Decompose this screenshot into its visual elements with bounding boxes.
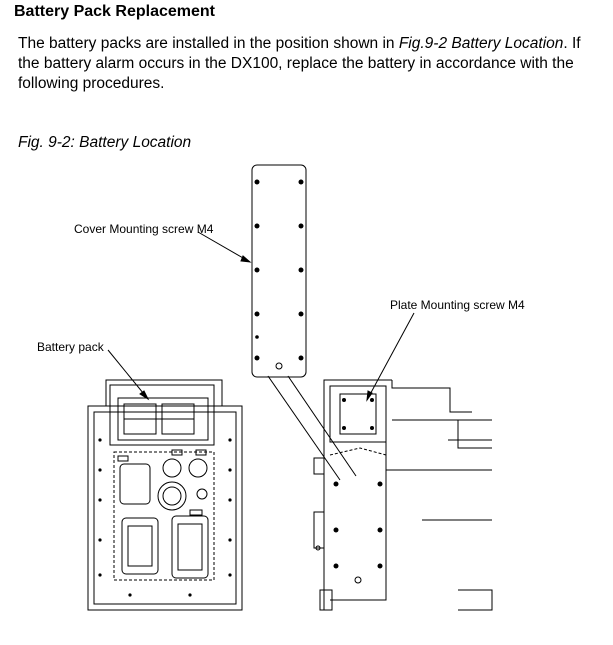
battery-pack-label: Battery pack <box>37 340 104 354</box>
front-view-unit <box>87 379 243 611</box>
cover-screw-label: Cover Mounting screw M4 <box>74 222 214 236</box>
figure-caption: Fig. 9-2: Battery Location <box>18 134 192 151</box>
cover-plate <box>251 164 307 378</box>
section-heading: Battery Pack Replacement <box>14 3 215 20</box>
side-view-unit <box>313 379 493 611</box>
figure-reference-link[interactable]: Fig.9-2 Battery Location <box>398 35 564 52</box>
paragraph-text-2: . If the battery alarm occurs in the DX1… <box>18 35 581 92</box>
paragraph-text-1: The battery packs are installed in the p… <box>18 35 399 52</box>
plate-screw-label: Plate Mounting screw M4 <box>390 298 525 312</box>
intro-paragraph: The battery packs are installed in the p… <box>18 34 598 94</box>
leader-lines <box>107 231 415 481</box>
